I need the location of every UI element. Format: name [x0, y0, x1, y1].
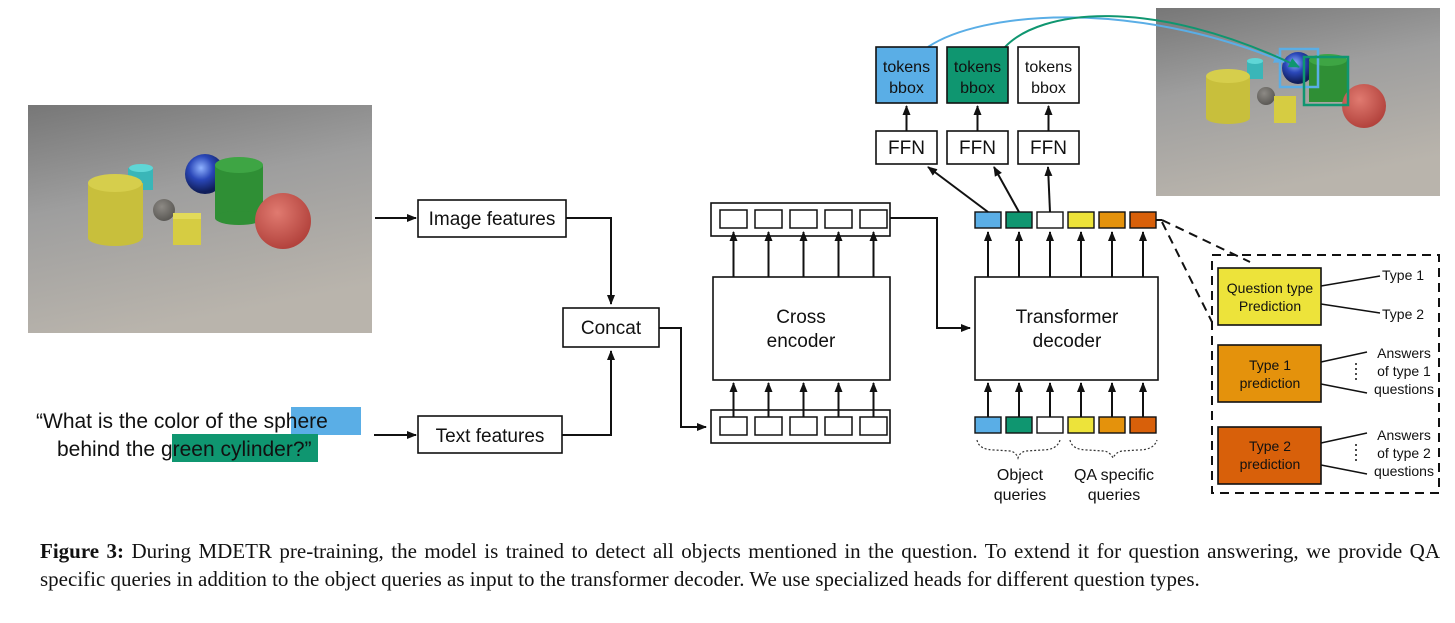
decoder-output-tokens — [974, 211, 1162, 277]
encoder-input-token — [859, 416, 888, 436]
output-box-empty: tokens bbox — [1017, 46, 1080, 104]
sphere-bbox — [1278, 47, 1320, 89]
svg-text:Concat: Concat — [581, 318, 642, 339]
qa-output-orange — [1098, 211, 1126, 229]
encoder-input-token — [719, 416, 748, 436]
svg-text:questions: questions — [1374, 381, 1434, 397]
object-output-green — [1005, 211, 1033, 229]
highlight-sphere: sphere — [264, 410, 328, 433]
svg-text:Answers: Answers — [1377, 427, 1431, 443]
type2-head: Type 2 prediction Answers of type 2 ques… — [1217, 426, 1434, 485]
qa-queries-label: QA specific — [1074, 467, 1154, 484]
svg-text:Cross: Cross — [776, 307, 826, 328]
svg-text:Prediction: Prediction — [1239, 298, 1301, 314]
object-queries-brace — [976, 439, 1061, 460]
svg-text:Type 2: Type 2 — [1249, 438, 1291, 454]
svg-text:of type 2: of type 2 — [1377, 445, 1431, 461]
svg-text:“What is the color of the sphe: “What is the color of the sphere — [36, 410, 328, 433]
cylinder-bbox — [1302, 55, 1350, 107]
svg-text:encoder: encoder — [767, 331, 836, 352]
encoder-input-tokens — [710, 382, 891, 444]
ffn-head: FFN — [875, 105, 938, 165]
question-text: “What is the color of the sphere behind … — [36, 407, 361, 462]
encoder-input-token — [824, 416, 853, 436]
object-query-blue — [974, 416, 1002, 434]
ffn-label: FFN — [959, 138, 996, 159]
question-type-head: Question type Prediction Type 1 Type 2 — [1217, 267, 1424, 326]
encoder-output-token — [824, 209, 853, 229]
svg-text:bbox: bbox — [1031, 80, 1066, 97]
encoder-output-token — [719, 209, 748, 229]
image-features-box: Image features — [417, 199, 567, 238]
svg-text:Question type: Question type — [1227, 280, 1314, 296]
clevr-scene-detections — [1156, 8, 1440, 196]
ffn-head: FFN — [1017, 105, 1080, 165]
qa-output-dark-orange — [1129, 211, 1157, 229]
svg-text:Transformer: Transformer — [1016, 307, 1119, 328]
encoder-input-token — [754, 416, 783, 436]
svg-text:bbox: bbox — [960, 80, 995, 97]
qa-queries-brace — [1069, 439, 1158, 460]
svg-text:Image features: Image features — [429, 209, 556, 230]
object-output-blue — [974, 211, 1002, 229]
svg-text:questions: questions — [1374, 463, 1434, 479]
decoder-query-tokens — [974, 382, 1157, 434]
ffn-head: FFN — [946, 105, 1009, 165]
svg-text:behind the green cylinder?”: behind the green cylinder?” — [57, 438, 312, 461]
ffn-label: FFN — [888, 138, 925, 159]
qa-queries-label-2: queries — [1088, 487, 1140, 504]
svg-text:bbox: bbox — [889, 80, 924, 97]
output-box-cylinder: tokens bbox — [946, 46, 1009, 104]
qa-query-yellow — [1067, 416, 1095, 434]
type2-output-label: Type 2 — [1382, 306, 1424, 322]
svg-text:Type 1: Type 1 — [1249, 357, 1291, 373]
svg-text:tokens: tokens — [883, 59, 930, 76]
encoder-input-token — [789, 416, 818, 436]
svg-text:prediction: prediction — [1240, 456, 1301, 472]
object-query-green — [1005, 416, 1033, 434]
ffn-label: FFN — [1030, 138, 1067, 159]
encoder-output-tokens — [710, 202, 891, 277]
caption-text: During MDETR pre-training, the model is … — [40, 539, 1440, 591]
concat-box: Concat — [562, 307, 660, 348]
object-query-empty — [1036, 416, 1064, 434]
svg-text:Text features: Text features — [436, 426, 545, 447]
highlight-green-cylinder: green cylinder — [161, 438, 293, 461]
encoder-output-token — [789, 209, 818, 229]
cross-encoder: Cross encoder — [712, 276, 891, 381]
svg-text:prediction: prediction — [1240, 375, 1301, 391]
svg-text:Answers: Answers — [1377, 345, 1431, 361]
sphere-link-arrow — [927, 16, 1285, 63]
cylinder-link-arrow — [1004, 15, 1300, 68]
transformer-decoder: Transformer decoder — [974, 276, 1159, 381]
qa-output-yellow — [1067, 211, 1095, 229]
output-box-sphere: tokens bbox — [875, 46, 938, 104]
object-queries-label: Object — [997, 467, 1044, 484]
type1-output-label: Type 1 — [1382, 267, 1424, 283]
encoder-output-token — [754, 209, 783, 229]
qa-query-dark-orange — [1129, 416, 1157, 434]
clevr-scene-image — [28, 105, 372, 333]
mdetr-diagram: “What is the color of the sphere behind … — [28, 8, 1440, 504]
object-output-empty — [1036, 211, 1064, 229]
svg-text:tokens: tokens — [1025, 59, 1072, 76]
type1-head: Type 1 prediction Answers of type 1 ques… — [1217, 344, 1434, 403]
figure-caption: Figure 3: During MDETR pre-training, the… — [40, 537, 1440, 593]
qa-query-orange — [1098, 416, 1126, 434]
svg-text:decoder: decoder — [1033, 331, 1102, 352]
object-queries-label-2: queries — [994, 487, 1046, 504]
svg-text:tokens: tokens — [954, 59, 1001, 76]
text-features-box: Text features — [417, 415, 563, 454]
encoder-output-token — [859, 209, 888, 229]
svg-text:of type 1: of type 1 — [1377, 363, 1431, 379]
qa-heads-panel — [1211, 254, 1440, 494]
caption-label: Figure 3: — [40, 539, 125, 563]
